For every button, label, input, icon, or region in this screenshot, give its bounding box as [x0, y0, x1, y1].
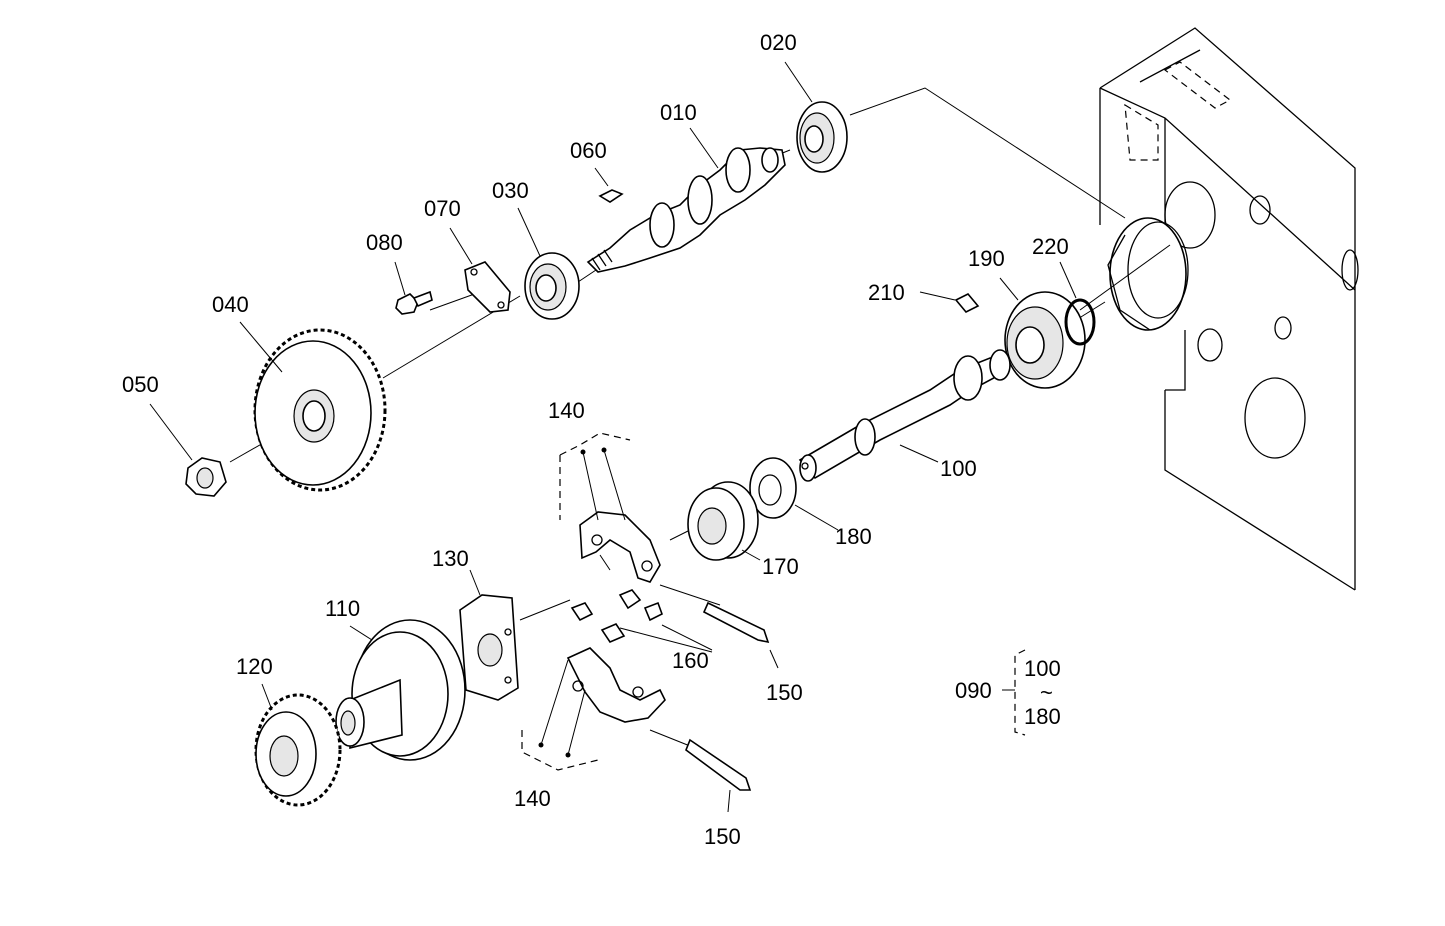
part-050-nut	[185, 457, 227, 497]
label-220: 220	[1032, 234, 1069, 259]
label-020: 020	[760, 30, 797, 55]
label-140-upper: 140	[548, 398, 585, 423]
part-080-bolt	[395, 290, 433, 315]
label-090: 090	[955, 678, 992, 703]
label-070: 070	[424, 196, 461, 221]
part-140-upper-weight	[559, 432, 661, 583]
part-010-camshaft	[586, 147, 786, 273]
label-100: 100	[940, 456, 977, 481]
part-030-bearing	[524, 252, 580, 320]
label-150-lower: 150	[704, 824, 741, 849]
label-180: 180	[835, 524, 872, 549]
callout-leaders	[149, 61, 1077, 813]
part-150-lower-pin	[685, 738, 752, 791]
part-070-plate	[464, 261, 511, 313]
kit-label-tilde: ~	[1040, 680, 1053, 705]
part-140-lower-weight	[521, 647, 666, 771]
label-030: 030	[492, 178, 529, 203]
label-060: 060	[570, 138, 607, 163]
part-170-sleeve	[687, 481, 759, 561]
label-140-lower: 140	[514, 786, 551, 811]
kit-090-bracket	[1002, 649, 1026, 736]
part-110-governor	[335, 619, 466, 761]
part-040-gear	[253, 328, 387, 492]
label-130: 130	[432, 546, 469, 571]
label-190: 190	[968, 246, 1005, 271]
kit-label-bottom: 180	[1024, 704, 1061, 729]
kit-label-top: 100	[1024, 656, 1061, 681]
part-160-pins	[570, 589, 663, 643]
part-150-upper-pin	[702, 601, 770, 644]
label-120: 120	[236, 654, 273, 679]
label-080: 080	[366, 230, 403, 255]
callout-labels: 010 020 030 040 050 060 070 080 090 100 …	[122, 30, 1069, 849]
label-010: 010	[660, 100, 697, 125]
label-040: 040	[212, 292, 249, 317]
label-050: 050	[122, 372, 159, 397]
part-180-washer	[749, 457, 797, 519]
label-150-upper: 150	[766, 680, 803, 705]
part-100-shaft	[798, 349, 1011, 482]
label-110: 110	[325, 596, 360, 621]
part-220-circlip	[1064, 298, 1096, 346]
part-120-gear	[254, 693, 342, 807]
part-020-bearing	[796, 101, 848, 173]
part-210-set-screw	[919, 291, 980, 313]
label-170: 170	[762, 554, 799, 579]
part-060-key	[598, 189, 624, 203]
part-130-block	[459, 594, 519, 701]
label-210: 210	[868, 280, 905, 305]
engine-block	[1099, 27, 1359, 591]
label-160: 160	[672, 648, 709, 673]
